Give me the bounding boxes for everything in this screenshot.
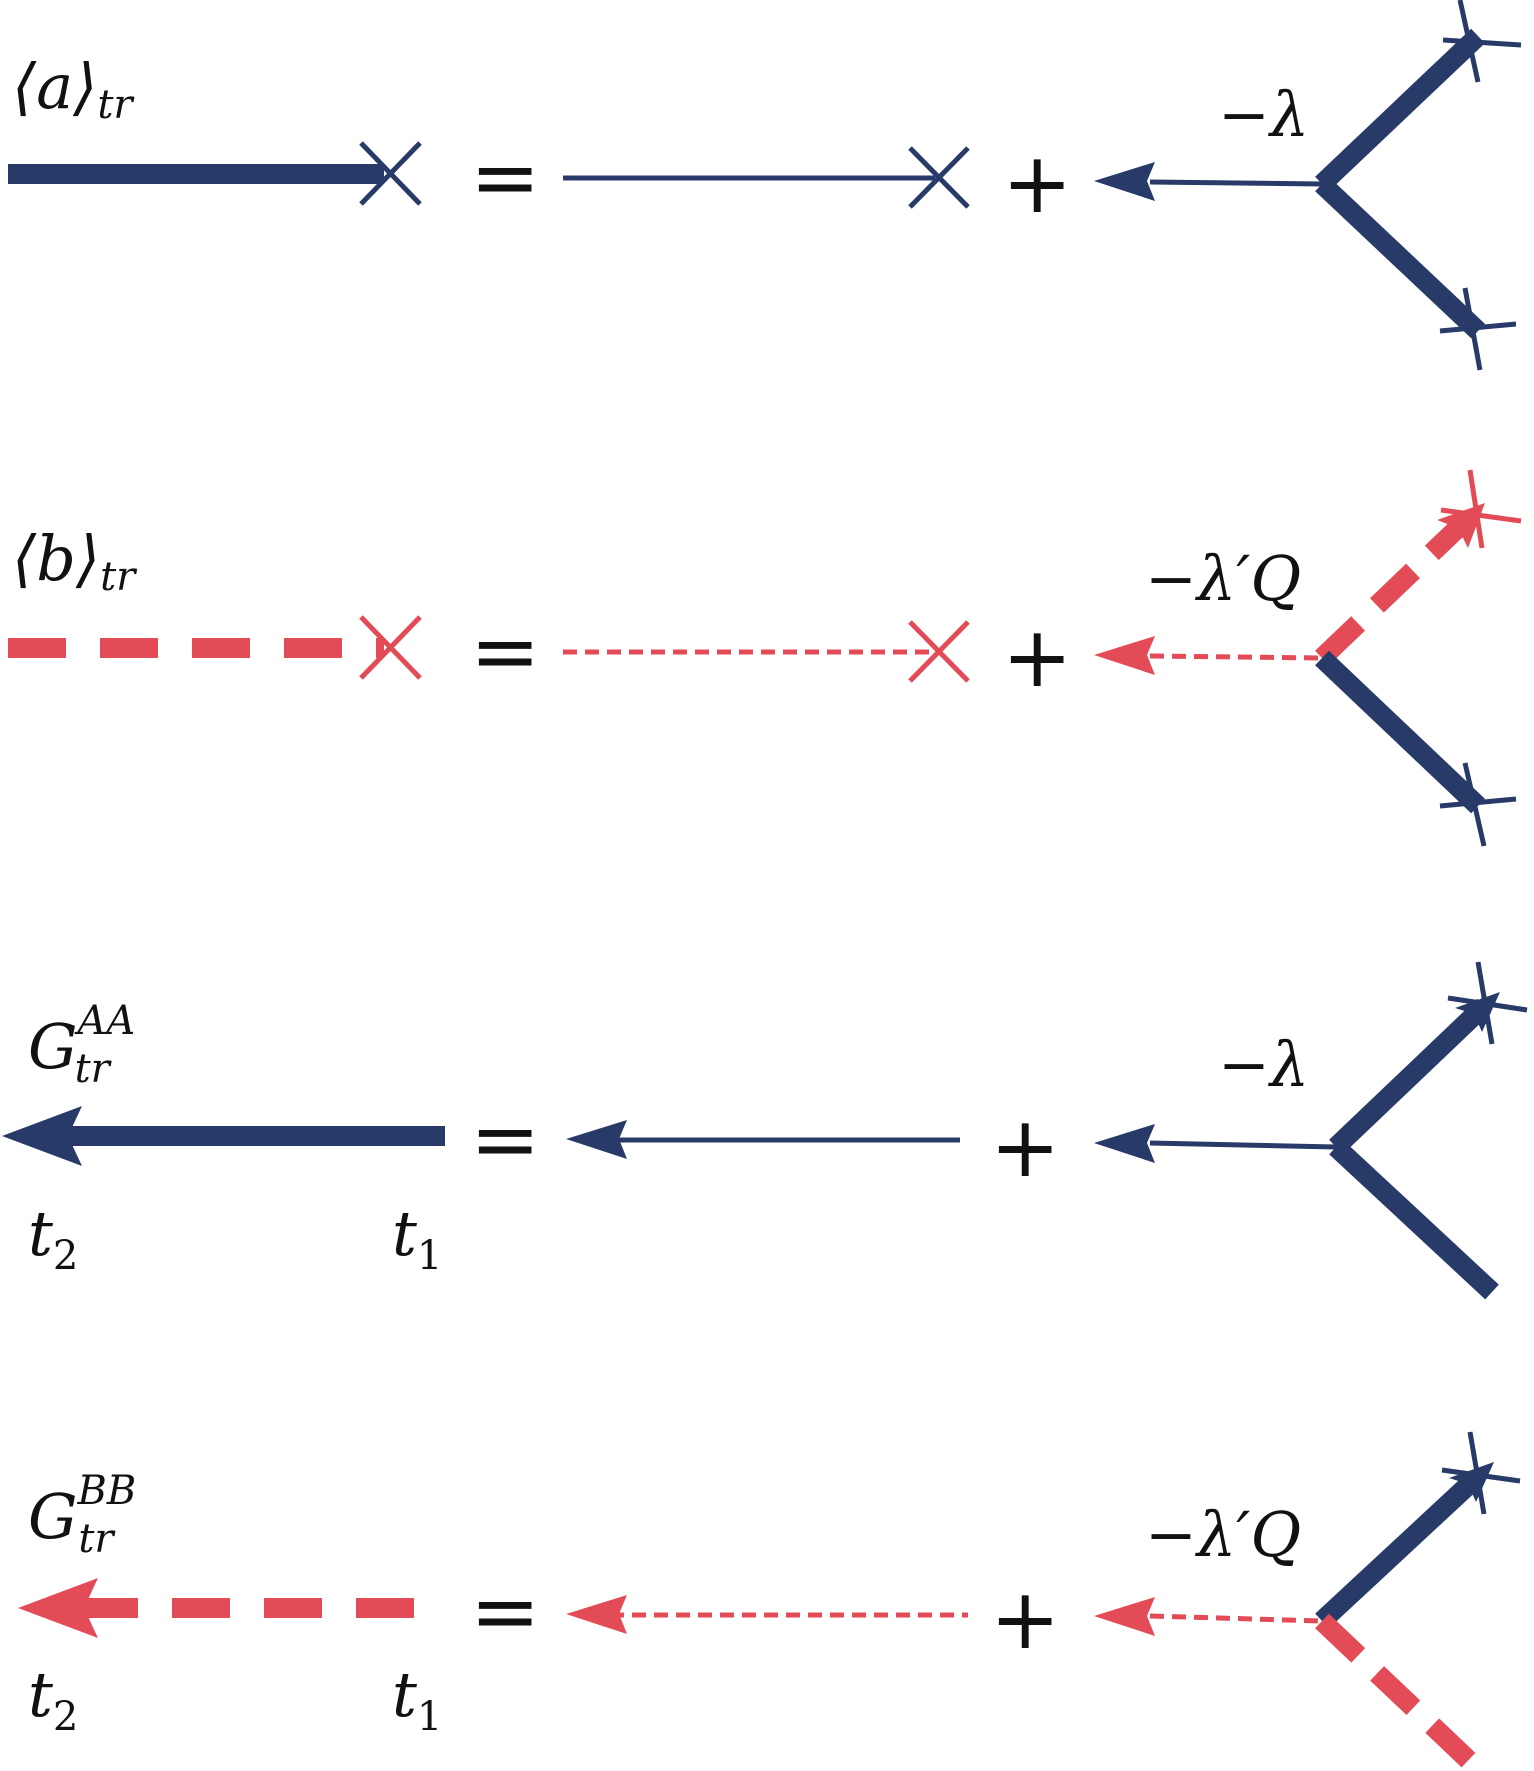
cross-x-icon (908, 146, 970, 209)
cross-x-icon (359, 141, 422, 206)
row-b-label: ⟨b⟩tr (12, 522, 138, 600)
equals-sign: = (470, 602, 540, 700)
cross-plus-icon (1440, 469, 1522, 549)
coupling-label: −λ (1218, 78, 1309, 151)
coupling-label: −λ′Q (1145, 542, 1301, 615)
arrowhead-icon (18, 1578, 98, 1638)
row-b-expectation: ⟨b⟩tr = + −λ′Q (8, 469, 1522, 847)
time-t1: t1 (392, 1658, 442, 1740)
propagator-line (1149, 1613, 1323, 1624)
plus-sign: + (1002, 608, 1072, 706)
arrowhead-icon (1094, 636, 1155, 675)
cross-plus-icon (1439, 287, 1517, 371)
time-t2: t2 (28, 1197, 78, 1279)
equals-sign: = (470, 1562, 540, 1660)
equals-sign: = (470, 1090, 540, 1188)
coupling-label: −λ (1218, 1028, 1309, 1101)
arrowhead-icon (1094, 162, 1155, 201)
cross-x-icon (359, 615, 422, 680)
arrowhead-icon (2, 1106, 82, 1166)
time-t1: t1 (392, 1197, 442, 1279)
arrowhead-icon (566, 1595, 627, 1634)
vertex-leg-upper (1329, 998, 1491, 1155)
time-t2: t2 (28, 1658, 78, 1740)
arrowhead-icon (566, 1120, 627, 1159)
coupling-label: −λ′Q (1145, 1498, 1301, 1571)
vertex-leg-upper (1315, 1470, 1483, 1629)
vertex-leg-upper (1315, 516, 1469, 666)
plus-sign: + (990, 1098, 1060, 1196)
arrowhead-icon (1094, 1124, 1155, 1163)
cross-plus-icon (1439, 762, 1517, 847)
propagator-line (1149, 1140, 1337, 1150)
cross-plus-icon (1447, 961, 1528, 1045)
vertex-leg-lower (1329, 1139, 1499, 1300)
vertex-leg-lower (1315, 176, 1485, 339)
propagator-line (1149, 653, 1323, 661)
cross-plus-icon (1441, 1431, 1521, 1515)
arrowhead-icon (1094, 1597, 1155, 1636)
propagator-line (1149, 179, 1323, 187)
plus-sign: + (990, 1570, 1060, 1668)
vertex-leg-upper (1315, 28, 1485, 192)
row-a-expectation: ⟨a⟩tr = + −λ (8, 0, 1522, 371)
cross-plus-icon (1442, 0, 1522, 83)
vertex-leg-lower (1315, 650, 1485, 814)
row-a-label: ⟨a⟩tr (12, 50, 135, 128)
cross-x-icon (908, 620, 970, 683)
arrowhead-icon (1449, 1462, 1494, 1502)
plus-sign: + (1002, 134, 1072, 232)
equals-sign: = (470, 128, 540, 226)
vertex-leg-lower (1315, 1613, 1487, 1771)
